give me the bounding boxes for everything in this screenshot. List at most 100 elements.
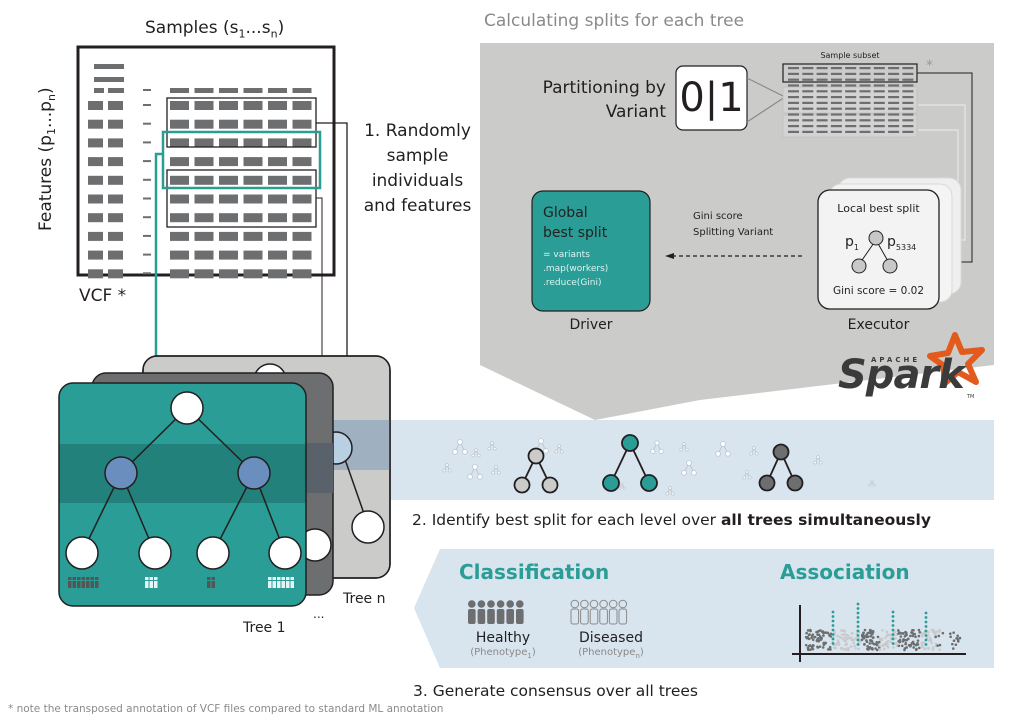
subset-cell: [873, 84, 885, 87]
assoc-significant-point: [831, 642, 835, 645]
mini-tree-node: [494, 465, 498, 469]
split-tree-node: [602, 474, 620, 492]
assoc-point: [920, 641, 924, 645]
assoc-point: [904, 630, 907, 634]
subset-cell: [802, 78, 814, 81]
spark-star-icon: [927, 332, 985, 387]
highlighted-split-trees: [513, 434, 804, 494]
diseased-label: Diseased: [579, 630, 643, 646]
subset-cell: [816, 119, 828, 122]
subset-cell: [802, 90, 814, 93]
assoc-significant-point: [831, 619, 835, 623]
assoc-point: [948, 632, 952, 635]
assoc-point: [822, 634, 825, 637]
person-head-icon: [211, 577, 215, 580]
subset-cell: [873, 90, 885, 93]
person-head-icon: [154, 577, 158, 580]
assoc-point: [829, 648, 832, 651]
person-body-icon: [286, 581, 290, 588]
assoc-point: [917, 646, 921, 650]
assoc-point: [810, 636, 813, 640]
vcf-cell: [194, 138, 214, 148]
assoc-point: [846, 634, 850, 637]
vcf-cell: [108, 138, 123, 148]
assoc-point: [876, 635, 880, 639]
mini-tree-node: [671, 491, 675, 496]
association-points: [804, 602, 962, 652]
assoc-point: [807, 644, 811, 648]
person-body-icon: [149, 581, 153, 588]
person-body-icon: [277, 581, 281, 588]
vcf-ellipsis-mark: [143, 216, 151, 219]
subset-cell: [859, 96, 871, 99]
tree-split-node-left: [104, 456, 138, 490]
person-head-icon: [145, 577, 149, 580]
assoc-point: [949, 635, 952, 639]
subset-cell: [859, 101, 871, 104]
mini-tree-node: [816, 455, 820, 459]
assoc-significant-point: [924, 611, 928, 615]
assoc-point: [951, 647, 955, 650]
assoc-point: [884, 636, 887, 640]
assoc-point: [817, 636, 820, 640]
vcf-cell: [170, 250, 189, 260]
subset-cell: [873, 125, 885, 128]
step1-line: individuals: [371, 171, 464, 191]
assoc-significant-point: [856, 625, 860, 628]
vcf-cell: [88, 269, 103, 279]
vcf-cell: [268, 231, 287, 241]
assoc-point: [845, 637, 849, 641]
vcf-header-cell: [94, 64, 124, 69]
association-plot: [792, 602, 966, 662]
subset-cell: [902, 125, 914, 128]
assoc-point: [897, 644, 901, 648]
features-label: Features (p1...pn): [35, 87, 59, 231]
tree-leaf-node: [268, 536, 302, 570]
genotype-value: 0|1: [679, 75, 744, 121]
vcf-cell: [108, 231, 123, 241]
assoc-point: [884, 641, 888, 644]
leaf-sample-icons: [68, 577, 294, 588]
tree-split-node-right: [237, 456, 271, 490]
assoc-point: [848, 636, 852, 640]
mini-tree-node: [448, 468, 452, 473]
vcf-cell: [268, 250, 287, 260]
vcf-cell: [170, 119, 189, 129]
subset-cell: [888, 78, 900, 81]
vcf-cell: [88, 213, 103, 223]
assoc-point: [924, 647, 927, 650]
mini-tree-icon: [715, 441, 731, 457]
vcf-cell: [292, 101, 312, 110]
vcf-cell: [243, 194, 263, 204]
assoc-point: [922, 641, 926, 644]
connector-line-1: [316, 122, 348, 358]
assoc-point: [935, 630, 938, 633]
subset-cell: [845, 90, 857, 93]
subset-cell: [830, 72, 842, 75]
assoc-point: [955, 637, 959, 640]
mini-tree-icon: [442, 463, 452, 473]
mini-tree-node: [748, 475, 752, 480]
person-body-icon: [86, 581, 90, 588]
assoc-point: [845, 642, 849, 646]
driver-caption: Driver: [569, 317, 613, 333]
assoc-significant-point: [856, 643, 860, 646]
mini-tree-icon: [491, 465, 501, 475]
mini-tree-node: [477, 473, 483, 480]
assoc-point: [878, 648, 882, 651]
subset-cell: [830, 113, 842, 116]
mini-tree-node: [650, 448, 656, 454]
assoc-point: [813, 635, 816, 639]
subset-cell: [816, 101, 828, 104]
mini-tree-icon: [681, 460, 697, 476]
assoc-point: [902, 638, 905, 641]
vcf-cell: [268, 175, 287, 185]
association-title: Association: [780, 560, 910, 584]
subset-cell: [830, 107, 842, 110]
assoc-point: [808, 628, 812, 632]
diseased-person-icon: [580, 599, 589, 609]
tree-leaf-node: [65, 536, 99, 570]
arrow-head-icon: [665, 253, 674, 259]
assoc-point: [928, 636, 932, 640]
assoc-point: [868, 642, 872, 645]
